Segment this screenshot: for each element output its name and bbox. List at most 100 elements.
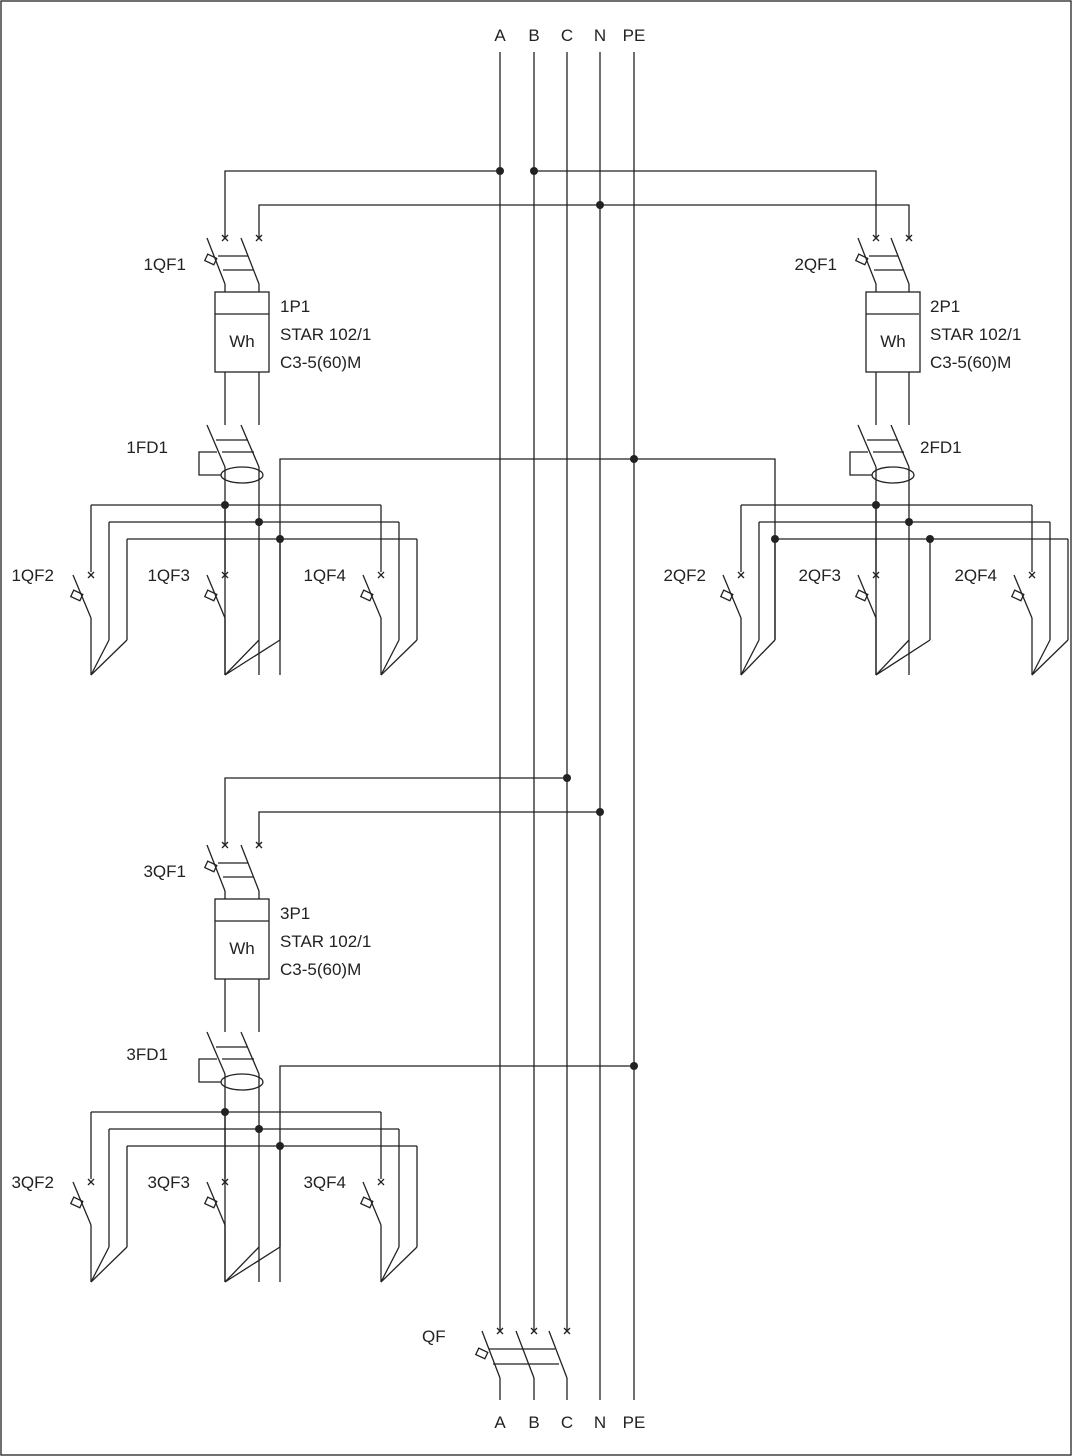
contact-mark	[872, 234, 880, 242]
unit-feeds	[224, 167, 910, 845]
contact-mark	[872, 571, 880, 579]
trip-coil	[474, 1347, 489, 1360]
cable-end	[380, 1246, 418, 1283]
rcd-current-sensor	[871, 466, 915, 484]
cable-end	[224, 639, 260, 676]
trip-coil	[854, 253, 869, 266]
cable-end	[90, 639, 128, 676]
contact-mark	[496, 1327, 504, 1335]
switch-blade	[240, 237, 260, 285]
energy-meter-box	[214, 291, 270, 373]
cable-end	[380, 639, 418, 676]
bus-label-top: A	[494, 26, 506, 45]
trip-coil	[203, 1196, 218, 1209]
bus-label-top: B	[528, 26, 539, 45]
rcd-current-sensor	[220, 1073, 264, 1091]
contact-mark	[530, 1327, 538, 1335]
switch-blade	[481, 1330, 501, 1379]
contact-mark	[737, 571, 745, 579]
cable-end	[875, 639, 910, 676]
bus-label-top: C	[561, 26, 573, 45]
contact-mark	[255, 841, 263, 849]
contact-mark	[377, 571, 385, 579]
bus-label-bottom: PE	[623, 1413, 646, 1432]
trip-coil	[203, 589, 218, 602]
breaker-label: 1QF1	[143, 255, 186, 274]
meter-symbol: Wh	[229, 939, 255, 958]
junction-dot	[255, 1125, 263, 1133]
switch-blade	[240, 844, 260, 892]
meter-rating: C3-5(60)M	[280, 353, 361, 372]
meter-rating: C3-5(60)M	[930, 353, 1011, 372]
junction-dot	[596, 201, 604, 209]
rcd-current-sensor	[220, 466, 264, 484]
cable-end	[1031, 639, 1069, 676]
meter-rating: C3-5(60)M	[280, 960, 361, 979]
energy-meter-box	[214, 898, 270, 980]
breaker-label: 3QF1	[143, 862, 186, 881]
switch-blade	[890, 424, 910, 468]
bus-label-bottom: B	[528, 1413, 539, 1432]
output-breaker-label: 3QF2	[11, 1173, 54, 1192]
bus-label-top: PE	[623, 26, 646, 45]
meter-id: 1P1	[280, 297, 310, 316]
trip-coil	[719, 589, 734, 602]
output-breaker-label: 3QF4	[303, 1173, 346, 1192]
feed-wire	[224, 170, 500, 238]
rcd-label: 2FD1	[920, 438, 962, 457]
cable-end	[90, 1246, 128, 1283]
meter-symbol: Wh	[880, 332, 906, 351]
trip-coil	[69, 1196, 84, 1209]
bus-label-bottom: A	[494, 1413, 506, 1432]
switch-blade	[206, 1031, 226, 1075]
rcd-trip-link	[198, 1058, 221, 1083]
meter-id: 3P1	[280, 904, 310, 923]
output-breaker-label: 2QF2	[663, 566, 706, 585]
cable-end	[90, 1246, 110, 1283]
feed-wire	[534, 170, 877, 238]
junction-dot	[596, 808, 604, 816]
output-breaker-label: 2QF3	[798, 566, 841, 585]
contact-mark	[377, 1178, 385, 1186]
cable-end	[875, 639, 931, 676]
cable-end	[90, 639, 110, 676]
output-breaker-label: 1QF4	[303, 566, 346, 585]
bus-label-bottom: C	[561, 1413, 573, 1432]
switch-blade	[548, 1330, 568, 1379]
bus-label-top: N	[594, 26, 606, 45]
cable-end	[1031, 639, 1051, 676]
junction-dot	[563, 774, 571, 782]
junction-dot	[530, 167, 538, 175]
meter-model: STAR 102/1	[280, 325, 371, 344]
trip-coil	[1010, 589, 1025, 602]
cable-end	[740, 639, 776, 676]
trip-coil	[359, 589, 374, 602]
meter-id: 2P1	[930, 297, 960, 316]
junction-dot	[255, 518, 263, 526]
contact-mark	[87, 1178, 95, 1186]
switch-blade	[240, 1031, 260, 1075]
trip-coil	[203, 253, 218, 266]
cable-end	[224, 639, 281, 676]
junction-dot	[630, 1062, 638, 1070]
main-breaker-label: QF	[422, 1327, 446, 1346]
contact-mark	[905, 234, 913, 242]
meter-model: STAR 102/1	[280, 932, 371, 951]
trip-coil	[203, 860, 218, 873]
pe-wire	[634, 458, 776, 640]
breaker-label: 2QF1	[794, 255, 837, 274]
output-breaker-label: 2QF4	[954, 566, 997, 585]
trip-coil	[359, 1196, 374, 1209]
switch-blade	[890, 237, 910, 285]
contact-mark	[255, 234, 263, 242]
feed-wire	[258, 204, 600, 238]
switch-blade	[857, 424, 877, 468]
